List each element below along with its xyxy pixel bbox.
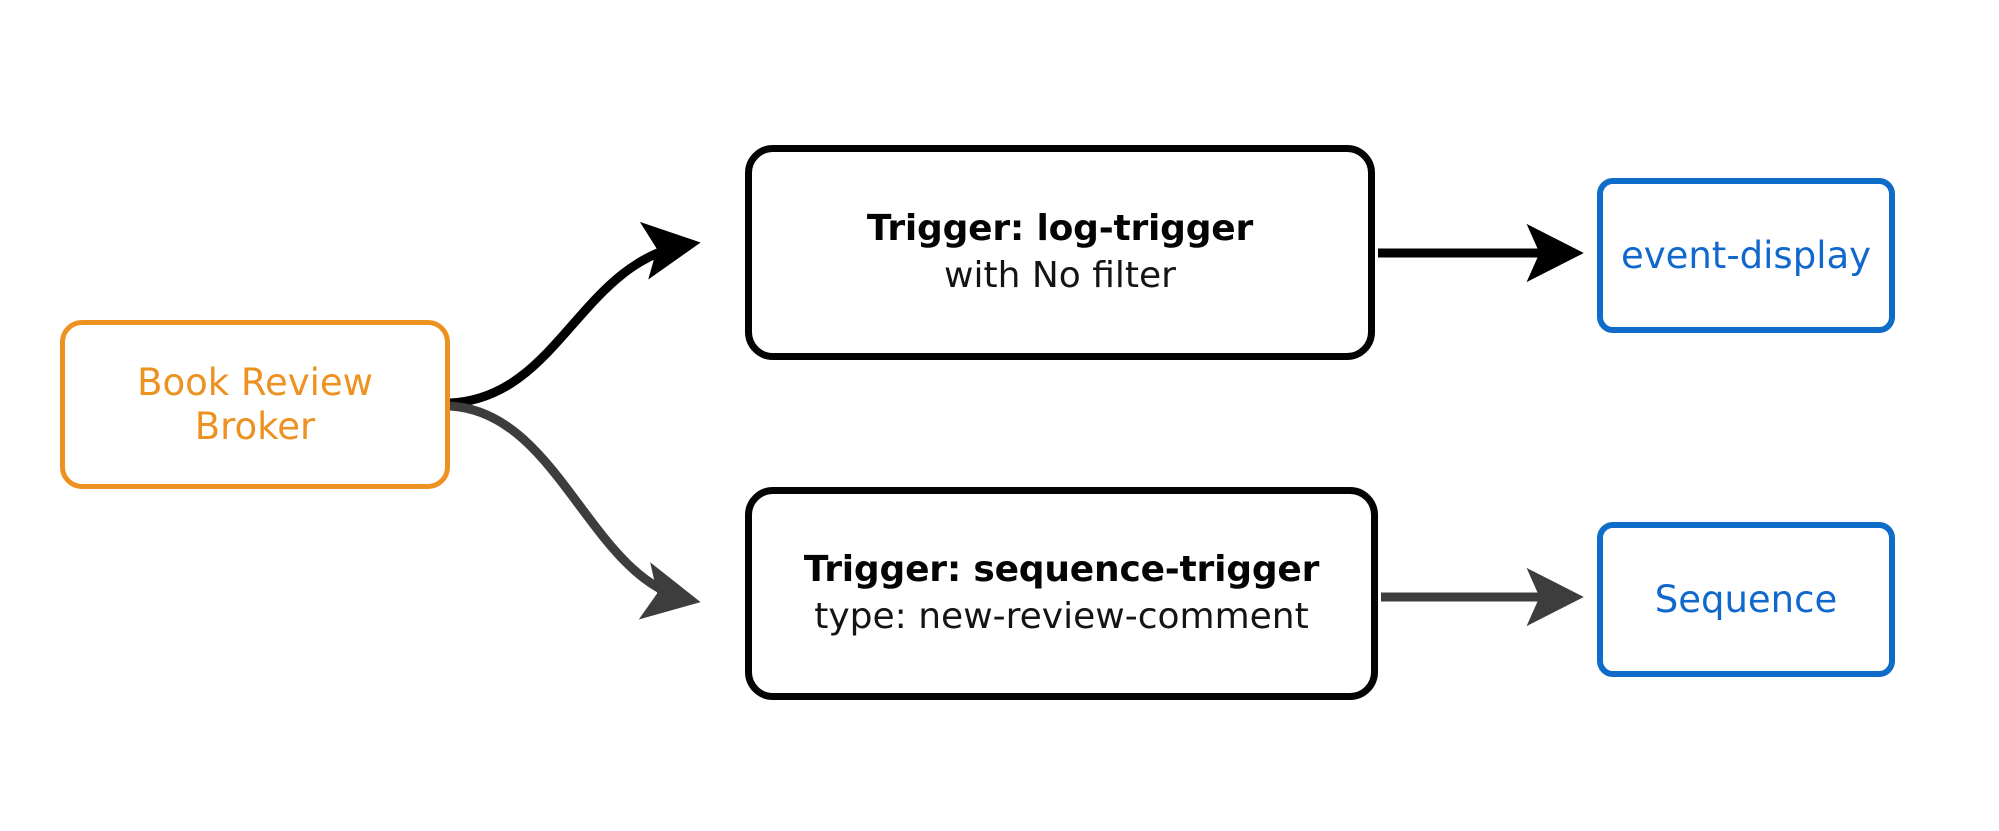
trigger-subtitle: type: new-review-comment [814,595,1309,637]
broker-label-line-1: Book Review [137,360,373,404]
edge-broker-to-log-trigger [449,221,701,408]
trigger-node-sequence-trigger[interactable]: Trigger: sequence-trigger type: new-revi… [745,487,1378,700]
trigger-title: Trigger: log-trigger [866,208,1254,250]
sink-label: event-display [1620,233,1872,277]
trigger-node-log-trigger[interactable]: Trigger: log-trigger with No filter [745,145,1375,360]
trigger-title: Trigger: sequence-trigger [803,549,1320,591]
broker-node[interactable]: Book Review Broker [60,320,450,489]
sink-node-event-display[interactable]: event-display [1597,178,1895,333]
trigger-subtitle: with No filter [944,254,1176,296]
sink-node-sequence[interactable]: Sequence [1597,522,1895,677]
sink-label: Sequence [1654,577,1838,621]
edge-broker-to-sequence-trigger [449,401,701,620]
broker-label-line-2: Broker [194,404,316,448]
